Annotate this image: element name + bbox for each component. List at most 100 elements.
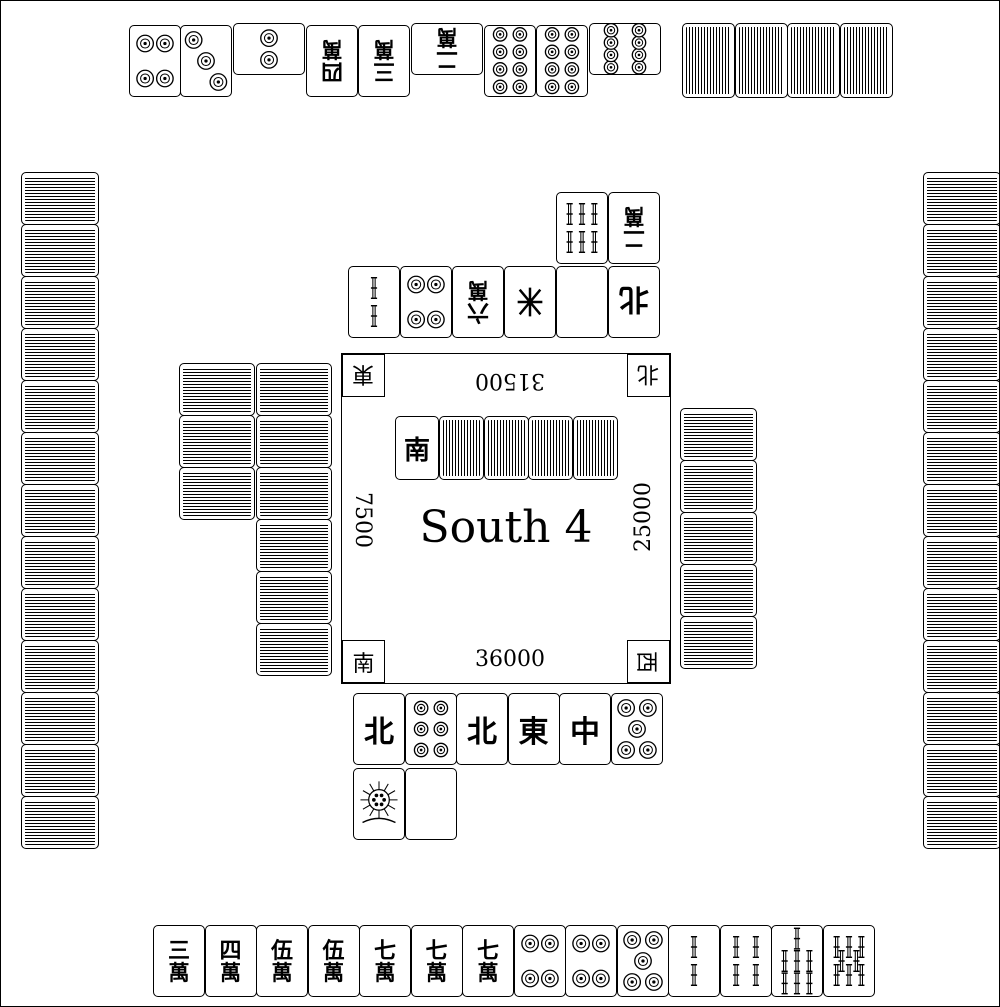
right-hand-tile-back — [923, 536, 1000, 589]
right-hand-tile-back — [923, 588, 1000, 641]
circles-icon — [515, 926, 565, 996]
man-suit-glyph: 萬 — [478, 962, 499, 983]
tile-4-man: 四萬 — [306, 25, 358, 97]
tile-6-pin — [405, 693, 457, 765]
tile-7-sou[interactable] — [771, 925, 823, 997]
honor-glyph: 北 — [467, 707, 497, 751]
tile-8-sou[interactable] — [823, 925, 875, 997]
tile-face: 東 — [509, 694, 559, 764]
circles-icon — [485, 26, 535, 96]
tile-8-pin — [484, 25, 536, 97]
left-discard-tile-back — [179, 415, 255, 468]
tile-4-pin — [400, 266, 452, 338]
right-discard-tile-back — [680, 616, 757, 669]
man-character: 六萬 — [453, 267, 503, 337]
man-suit-glyph: 萬 — [437, 28, 458, 49]
left-hand-tile-back — [21, 640, 99, 693]
tile-5-man[interactable]: 伍萬 — [308, 925, 360, 997]
tile-face: 二萬 — [609, 193, 659, 263]
right-discard-tile-back — [680, 408, 757, 461]
tile-face — [406, 769, 456, 839]
tile-face: 伍萬 — [309, 926, 359, 996]
green-dragon-icon — [505, 267, 555, 337]
tile-7-man[interactable]: 七萬 — [359, 925, 411, 997]
man-character: 七萬 — [412, 926, 462, 996]
circles-icon — [618, 926, 668, 996]
man-character: 七萬 — [463, 926, 513, 996]
man-character: 二萬 — [412, 24, 482, 74]
tile-face: 北 — [354, 694, 404, 764]
tile-face — [590, 24, 660, 74]
man-numeral: 伍 — [271, 940, 293, 962]
tile-7-man[interactable]: 七萬 — [411, 925, 463, 997]
tile-face — [181, 26, 231, 96]
tile-face — [557, 267, 607, 337]
tile-2-man: 二萬 — [608, 192, 660, 264]
tile-8-pin — [589, 23, 661, 75]
tile-5-man[interactable]: 伍萬 — [256, 925, 308, 997]
tile-4-sou[interactable] — [720, 925, 772, 997]
tile-face: 三萬 — [154, 926, 204, 996]
left-discard-tile-back — [256, 623, 332, 676]
tile-face: 南 — [396, 417, 438, 479]
tile-face — [557, 193, 607, 263]
dead-wall-tile-back — [484, 416, 529, 480]
tile-2-sou[interactable] — [668, 925, 720, 997]
circles-icon — [234, 24, 304, 74]
tile-face: 七萬 — [463, 926, 513, 996]
tile-face — [772, 926, 822, 996]
tile-face: 四萬 — [307, 26, 357, 96]
tile-north: 北 — [353, 693, 405, 765]
tile-face — [349, 267, 399, 337]
tile-3-man[interactable]: 三萬 — [153, 925, 205, 997]
right-discard-tile-back — [680, 512, 757, 565]
tile-1-sou — [353, 768, 405, 840]
tile-5-pin[interactable] — [617, 925, 669, 997]
tile-face: 中 — [560, 694, 610, 764]
tile-face — [669, 926, 719, 996]
man-numeral: 七 — [425, 940, 447, 962]
dora-indicator-tile: 南 — [395, 416, 439, 480]
circles-icon — [181, 26, 231, 96]
left-discard-tile-back — [256, 415, 332, 468]
tile-face: 伍萬 — [257, 926, 307, 996]
tile-face: 七萬 — [412, 926, 462, 996]
left-hand-tile-back — [21, 692, 99, 745]
circles-icon — [130, 26, 180, 96]
tile-north: 北 — [456, 693, 508, 765]
tile-face: 四萬 — [206, 926, 256, 996]
tile-face — [537, 26, 587, 96]
tile-face — [566, 926, 616, 996]
man-suit-glyph: 萬 — [624, 207, 645, 228]
tile-face — [618, 926, 668, 996]
man-suit-glyph: 萬 — [374, 40, 395, 61]
left-hand-tile-back — [21, 484, 99, 537]
right-hand-tile-back — [923, 640, 1000, 693]
tile-4-man[interactable]: 四萬 — [205, 925, 257, 997]
man-character: 四萬 — [206, 926, 256, 996]
man-suit-glyph: 萬 — [375, 962, 396, 983]
tile-7-man[interactable]: 七萬 — [462, 925, 514, 997]
left-hand-tile-back — [21, 172, 99, 225]
man-suit-glyph: 萬 — [272, 962, 293, 983]
round-indicator: South 4 — [342, 502, 670, 553]
tile-face — [401, 267, 451, 337]
man-character: 三萬 — [359, 26, 409, 96]
tile-face — [406, 694, 456, 764]
tile-face — [485, 26, 535, 96]
tile-4-pin[interactable] — [514, 925, 566, 997]
tile-face — [612, 694, 662, 764]
left-discard-tile-back — [256, 519, 332, 572]
tile-face: 六萬 — [453, 267, 503, 337]
top-hand-tile-back — [840, 23, 893, 98]
man-character: 二萬 — [609, 193, 659, 263]
seat-wind-top-left: 東 — [342, 354, 385, 397]
left-hand-tile-back — [21, 276, 99, 329]
tile-4-pin[interactable] — [565, 925, 617, 997]
left-discard-tile-back — [179, 467, 255, 520]
man-numeral: 四 — [321, 61, 343, 83]
top-hand-tile-back — [787, 23, 840, 98]
bamboo-icon — [354, 769, 404, 839]
tile-green-dragon — [504, 266, 556, 338]
